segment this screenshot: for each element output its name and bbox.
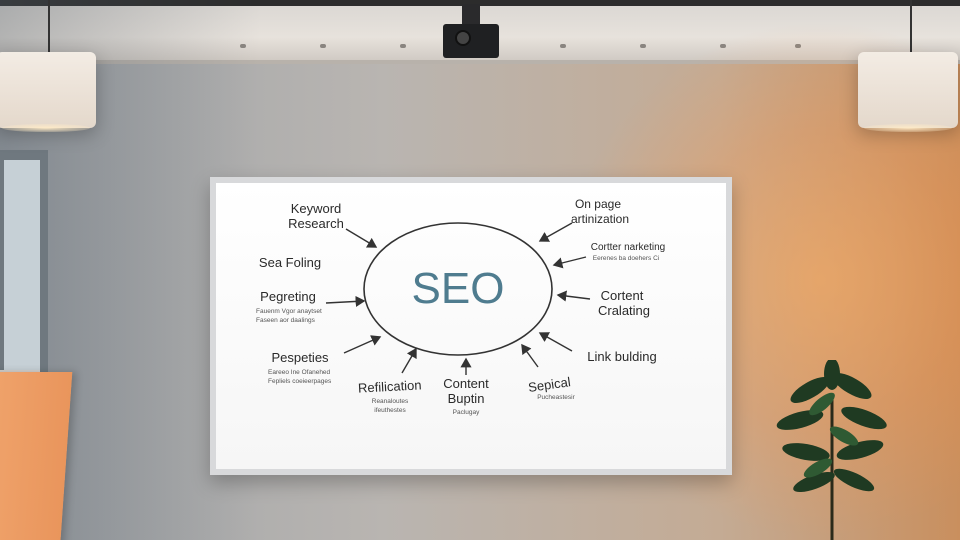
topic-research: Research [288,216,344,231]
ceiling-projector [443,24,499,58]
ceiling-downlight [240,44,246,48]
topic-content-sub1: Paclugay [453,409,480,416]
topic-artinization: artinization [571,212,629,226]
topic-cortent: Cortent [601,288,644,303]
arrow-on-page [538,222,573,242]
flipchart-easel [0,372,73,540]
pendant-cord [910,0,912,54]
topic-pegreting-sub1: Fauenm Vgor anaytset [256,308,322,315]
projector-mount [462,4,480,26]
topic-cortter-narketing: Cortter narketing [591,242,665,253]
projector-lens [455,30,471,46]
whiteboard-surface [216,183,726,469]
ceiling-edge [0,60,960,64]
arrow-pespeties [343,335,382,354]
topic-cortter-sub1: Eerenes ba doehers Ci [593,255,660,262]
topic-on-page: On page [575,197,621,211]
arrow-link-bulding [538,332,573,352]
seo-mind-map: SEO Keyword Research Sea Foling Pegretin [256,197,665,416]
topic-keyword: Keyword [291,201,342,216]
topic-sea-foling: Sea Foling [259,255,321,270]
arrow-pegreting [325,295,366,308]
arrow-cortent-cralating [556,290,591,302]
topic-pespeties-sub1: Eareeo Ine Ofanehed [268,369,331,376]
topic-sepical: Sepical [527,374,571,395]
topic-pespeties: Pespeties [271,350,329,365]
topic-sepical-sub1: Pucheastesir [537,394,575,401]
topic-content: Content [443,376,489,391]
arrow-sepical [521,343,539,368]
topic-refilication: Refilication [358,377,422,395]
ceiling-beam [0,0,960,6]
ceiling-downlight [560,44,566,48]
topic-pegreting: Pegreting [260,289,316,304]
ceiling-downlight [320,44,326,48]
topic-buptin: Buptin [448,391,485,406]
arrow-refilication [401,347,417,374]
right-pendant-lamp [858,52,958,132]
seo-center-label: SEO [412,264,505,313]
ceiling-downlight [640,44,646,48]
topic-refilication-sub1: Reanaloutes [372,398,409,405]
left-pendant-lamp [0,52,96,132]
ceiling-downlight [400,44,406,48]
topic-pespeties-sub2: Fepliels coeieerpages [268,378,332,385]
topic-pegreting-sub2: Faseen aor daalings [256,317,316,324]
seo-ellipse [363,222,553,356]
whiteboard: SEO Keyword Research Sea Foling Pegretin [210,177,732,475]
topic-link-bulding: Link bulding [587,349,656,364]
pendant-cord [48,0,50,54]
topic-refilication-sub2: ifeuthestes [374,407,406,414]
plant-icon [776,360,887,540]
arrow-keyword-research [345,228,378,248]
arrow-cortter-narketing [552,256,587,269]
topic-cralating: Cralating [598,303,650,318]
